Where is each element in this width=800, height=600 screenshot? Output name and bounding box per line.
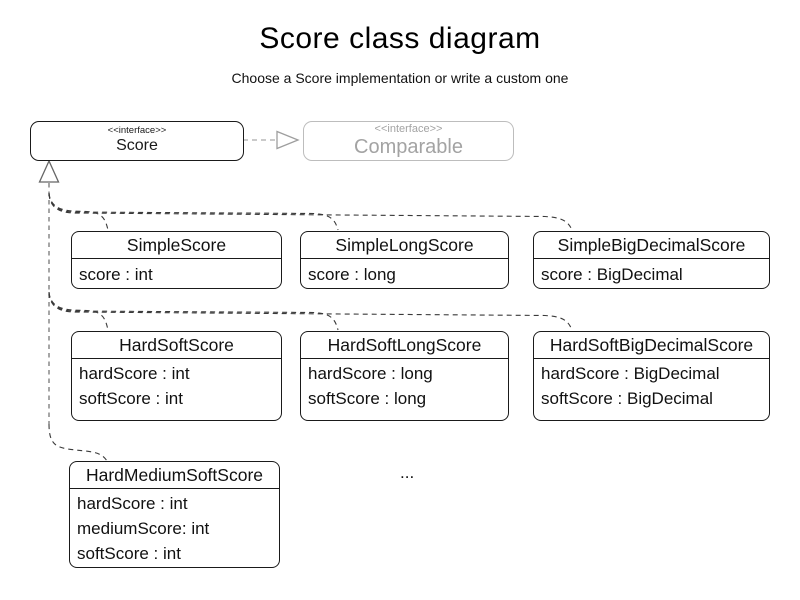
class-simplelongscore: SimpleLongScore score : long (300, 231, 509, 289)
class-name: HardSoftLongScore (301, 332, 508, 359)
more-implementations-ellipsis: ... (400, 463, 415, 482)
class-attribute: hardScore : BigDecimal (541, 364, 720, 383)
class-simplebigdecimalscore: SimpleBigDecimalScore score : BigDecimal (533, 231, 770, 289)
class-name: SimpleLongScore (301, 232, 508, 259)
hollow-triangle-right-icon (276, 130, 300, 150)
score-name: Score (116, 137, 158, 155)
comparable-name: Comparable (354, 135, 463, 158)
diagram-subtitle: Choose a Score implementation or write a… (231, 70, 569, 86)
class-attribute: softScore : int (77, 544, 181, 563)
class-name: SimpleScore (72, 232, 281, 259)
class-name: SimpleBigDecimalScore (534, 232, 769, 259)
class-name: HardSoftScore (72, 332, 281, 359)
class-simplescore: SimpleScore score : int (71, 231, 282, 289)
score-stereotype: <<interface>> (107, 125, 167, 137)
class-hardsoftbigdecimalscore: HardSoftBigDecimalScore hardScore : BigD… (533, 331, 770, 421)
class-attribute: hardScore : int (77, 494, 188, 513)
class-hardsoftlongscore: HardSoftLongScore hardScore : long softS… (300, 331, 509, 421)
class-attribute: score : BigDecimal (541, 265, 683, 284)
class-name: HardSoftBigDecimalScore (534, 332, 769, 359)
realization-line-row3 (48, 423, 108, 462)
realization-arrow-comparable (243, 130, 300, 150)
class-hardsoftscore: HardSoftScore hardScore : int softScore … (71, 331, 282, 421)
class-attribute: hardScore : long (308, 364, 433, 383)
interface-comparable: <<interface>> Comparable (303, 121, 514, 161)
hollow-triangle-up-icon (38, 159, 60, 183)
class-attribute: softScore : BigDecimal (541, 389, 713, 408)
comparable-stereotype: <<interface>> (374, 123, 443, 136)
class-attribute: score : long (308, 265, 396, 284)
class-attribute: hardScore : int (79, 364, 190, 383)
class-attribute: softScore : int (79, 389, 183, 408)
class-attribute: score : int (79, 265, 153, 284)
realization-lines-row1 (48, 192, 573, 231)
class-attribute: softScore : long (308, 389, 427, 408)
realization-lines-row2 (48, 291, 573, 331)
class-name: HardMediumSoftScore (70, 462, 279, 489)
diagram-title: Score class diagram (259, 22, 541, 55)
class-attribute: mediumScore: int (77, 519, 210, 538)
class-hardmediumsoftscore: HardMediumSoftScore hardScore : int medi… (69, 461, 280, 568)
interface-score: <<interface>> Score (30, 121, 244, 161)
